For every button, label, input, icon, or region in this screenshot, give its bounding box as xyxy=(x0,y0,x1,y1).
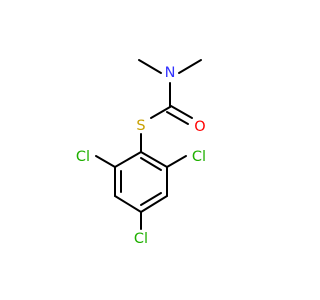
bond-n-methyl-left xyxy=(138,59,162,74)
atom-labels: N O S Cl Cl Cl xyxy=(76,65,206,247)
bond-ring-inner-c3-c4 xyxy=(140,192,162,206)
atom-nitrogen: N xyxy=(165,65,176,81)
bonds xyxy=(95,59,202,230)
bond-ring-c3-c4 xyxy=(140,195,168,213)
atom-chlorine-right: Cl xyxy=(192,149,206,165)
bond-ring-c4-c5 xyxy=(114,195,142,213)
bond-carbonyl-sulfur xyxy=(150,106,171,119)
bond-ring-c6-c1 xyxy=(114,151,142,168)
molecule-canvas: N O S Cl Cl Cl xyxy=(76,59,206,247)
bond-carbonyl-double-1 xyxy=(170,105,193,119)
atom-chlorine-left: Cl xyxy=(76,149,90,165)
bond-ring-cl-right xyxy=(166,155,187,168)
atom-oxygen: O xyxy=(194,119,205,135)
atom-sulfur: S xyxy=(136,118,145,134)
bond-ring-c1-c2 xyxy=(140,151,168,168)
bond-ring-cl-left xyxy=(95,155,116,168)
bond-carbonyl-double-2 xyxy=(166,111,189,125)
bond-ring-inner-c1-c2 xyxy=(140,157,162,171)
atom-chlorine-bottom: Cl xyxy=(134,231,148,247)
bond-n-methyl-right xyxy=(178,59,202,74)
structure-diagram: N O S Cl Cl Cl xyxy=(76,59,206,247)
